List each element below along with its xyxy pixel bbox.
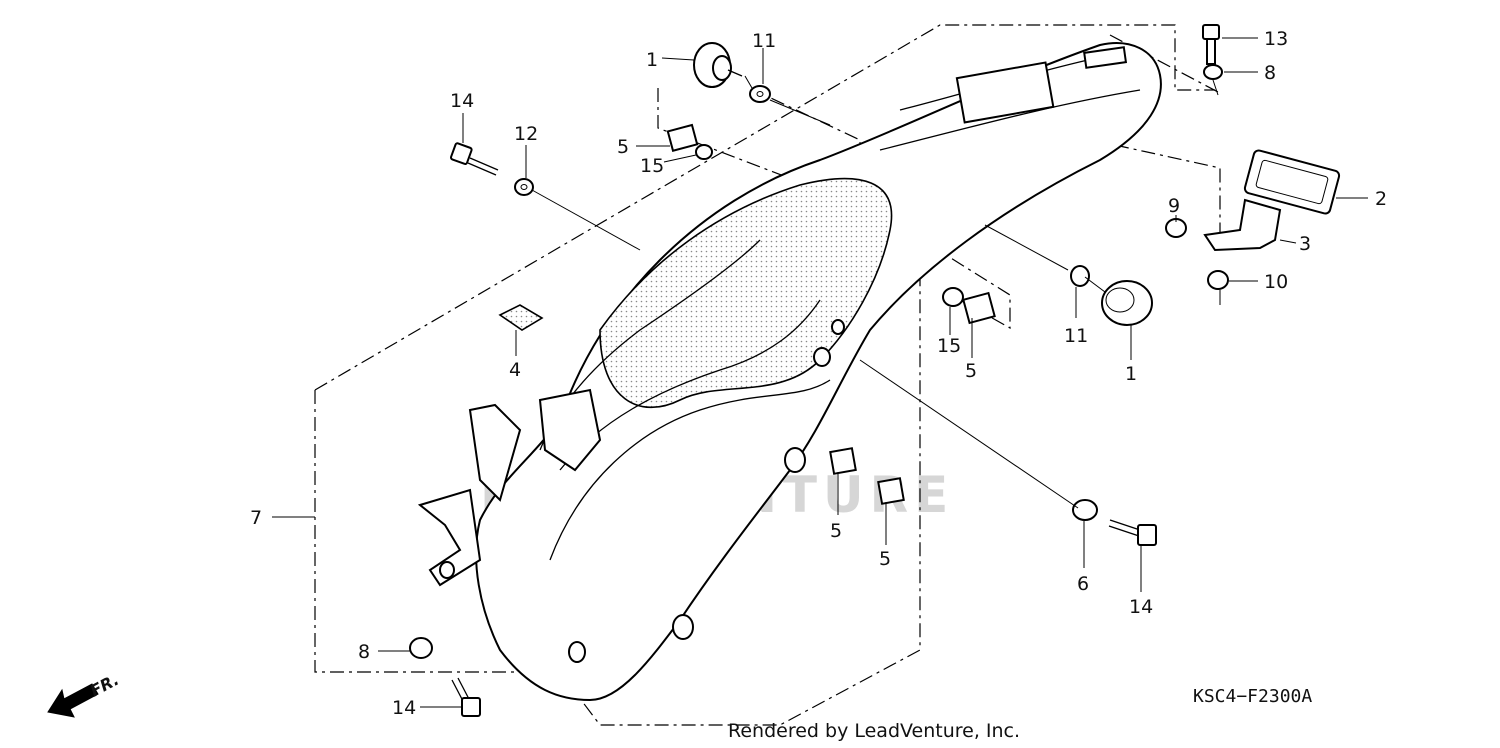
nut-10[interactable] [1207, 270, 1229, 290]
callouts: 1 11 13 8 14 12 5 15 2 9 3 10 4 11 1 15 … [250, 28, 1387, 719]
rear-fender[interactable] [417, 42, 1162, 702]
callout-11-lower: 11 [1064, 325, 1088, 347]
credit-text: Rendered by LeadVenture, Inc. [728, 720, 1020, 742]
callout-10: 10 [1264, 271, 1288, 293]
nut-8-lower[interactable] [409, 637, 433, 659]
callout-9: 9 [1168, 195, 1180, 217]
nut-15-upper[interactable] [695, 144, 713, 160]
bolt-13[interactable] [1202, 24, 1220, 65]
washer-11-upper[interactable] [749, 85, 771, 103]
callout-11-upper: 11 [752, 30, 776, 52]
callout-1-upper: 1 [646, 49, 658, 71]
callout-1-lower: 1 [1125, 363, 1137, 385]
callout-14-right: 14 [1129, 596, 1153, 618]
bracket-3[interactable] [1203, 198, 1282, 252]
callout-2: 2 [1375, 188, 1387, 210]
callout-5-lower-right: 5 [965, 360, 977, 382]
callout-15-upper: 15 [640, 155, 664, 177]
callout-5-upper: 5 [617, 136, 629, 158]
grommet-1-upper[interactable] [693, 42, 743, 88]
callout-8-lower: 8 [358, 641, 370, 663]
callout-6: 6 [1077, 573, 1089, 595]
clip-5-upper[interactable] [666, 123, 699, 152]
callout-5-right: 5 [879, 548, 891, 570]
callout-12: 12 [514, 123, 538, 145]
front-direction-arrow-icon: FR. [47, 670, 122, 718]
clip-5-lower-right[interactable] [962, 291, 996, 325]
reflector-2[interactable] [1243, 149, 1341, 215]
bolt-14-upper[interactable] [449, 142, 499, 176]
bolt-14-right[interactable] [1108, 519, 1157, 546]
grommet-1-lower[interactable] [1101, 280, 1153, 326]
callout-4: 4 [509, 359, 521, 381]
washer-11-lower[interactable] [1070, 265, 1090, 287]
washer-12[interactable] [514, 178, 534, 196]
pad-4[interactable] [498, 304, 544, 331]
callout-3: 3 [1299, 233, 1311, 255]
callout-5-center: 5 [830, 520, 842, 542]
callout-15-lower: 15 [937, 335, 961, 357]
clip-5-center[interactable] [829, 447, 857, 475]
callout-14-lower: 14 [392, 697, 416, 719]
callout-8-upper: 8 [1264, 62, 1276, 84]
nut-8-upper[interactable] [1203, 64, 1223, 80]
nut-15-lower[interactable] [942, 287, 964, 307]
diagram-code: KSC4−F2300A [1193, 686, 1312, 707]
callout-13: 13 [1264, 28, 1288, 50]
clip-5-right[interactable] [877, 477, 905, 505]
washer-6[interactable] [1072, 499, 1098, 521]
leader-lines [272, 37, 1368, 708]
bolt-14-lower[interactable] [451, 677, 481, 717]
callout-7: 7 [250, 507, 262, 529]
callout-14-upper: 14 [450, 90, 474, 112]
